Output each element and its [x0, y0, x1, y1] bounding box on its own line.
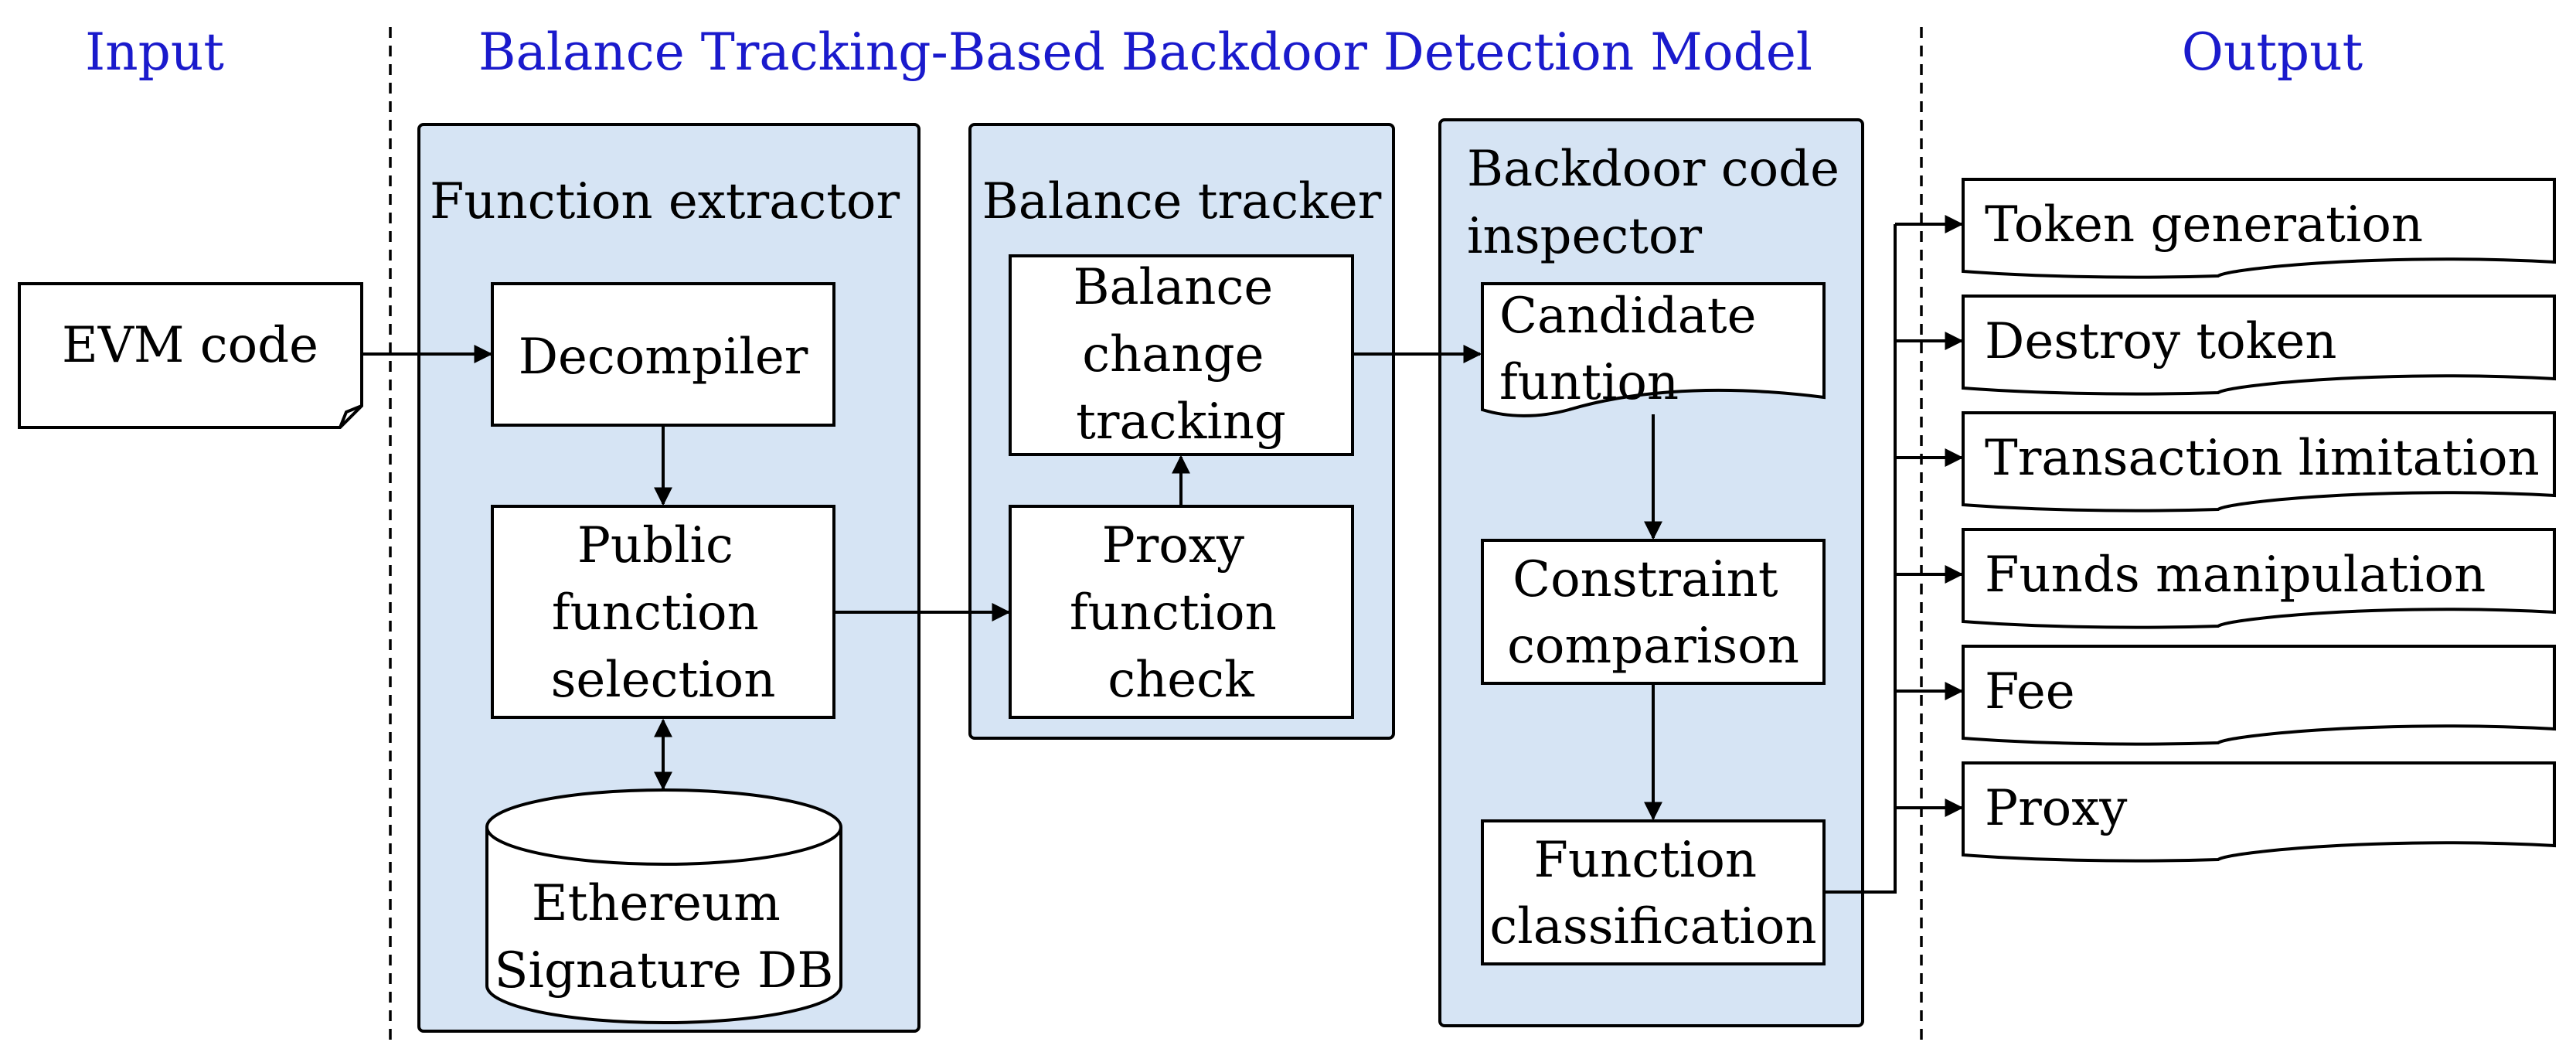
connectors [362, 215, 1964, 894]
input-header: Input [85, 22, 224, 82]
output-document [1962, 411, 2556, 512]
output-document [1962, 645, 2556, 746]
output-trunk-line [1824, 224, 1897, 894]
evm-code-document: EVM code [18, 282, 363, 429]
output-arrows [1895, 215, 1964, 817]
candidate-function-document [1481, 282, 1826, 417]
output-header: Output [2182, 22, 2363, 82]
balance-tracker-title: Balance tracker [982, 173, 1382, 230]
output-document [1962, 528, 2556, 629]
output-label: Token generation [1985, 196, 2423, 254]
ethereum-signature-db-cylinder [485, 788, 842, 1024]
function-extractor-title: Function extractor [430, 173, 900, 230]
backdoor-code-inspector-panel: Backdoor code inspector Candidate funtio… [1438, 118, 1864, 1027]
output-document [1962, 295, 2556, 396]
function-extractor-panel: Function extractor Decompiler Public fun… [417, 123, 920, 1033]
candidate-function-label: Candidate funtion [1499, 288, 1772, 411]
output-label: Fee [1985, 663, 2075, 720]
public-function-selection-label: Public function selection [551, 517, 776, 709]
constraint-comparison-label: Constraint comparison [1507, 551, 1799, 675]
model-header: Balance Tracking-Based Backdoor Detectio… [478, 22, 1812, 82]
backdoor-code-inspector-title: Backdoor code inspector [1467, 141, 1855, 265]
output-label: Destroy token [1985, 313, 2337, 370]
proxy-function-check-label: Proxy function check [1070, 517, 1292, 709]
public-function-selection-box [491, 505, 835, 719]
output-label: Proxy [1985, 780, 2127, 837]
evm-code-label: EVM code [62, 317, 318, 374]
function-classification-label: Function classification [1489, 832, 1816, 955]
balance-tracker-panel: Balance tracker Balance change tracking … [968, 123, 1395, 740]
balance-change-tracking-label: Balance change tracking [1073, 259, 1288, 451]
output-label: Transaction limitation [1985, 430, 2540, 487]
decompiler-box [491, 282, 835, 427]
output-document [1962, 761, 2556, 863]
proxy-function-check-box [1009, 505, 1354, 719]
balance-change-tracking-box [1009, 254, 1354, 456]
output-document [1962, 178, 2556, 279]
output-label: Funds manipulation [1985, 547, 2486, 604]
decompiler-label: Decompiler [519, 329, 808, 386]
constraint-comparison-box [1481, 539, 1826, 685]
ethereum-signature-db-label: Ethereum Signature DB [495, 875, 834, 999]
